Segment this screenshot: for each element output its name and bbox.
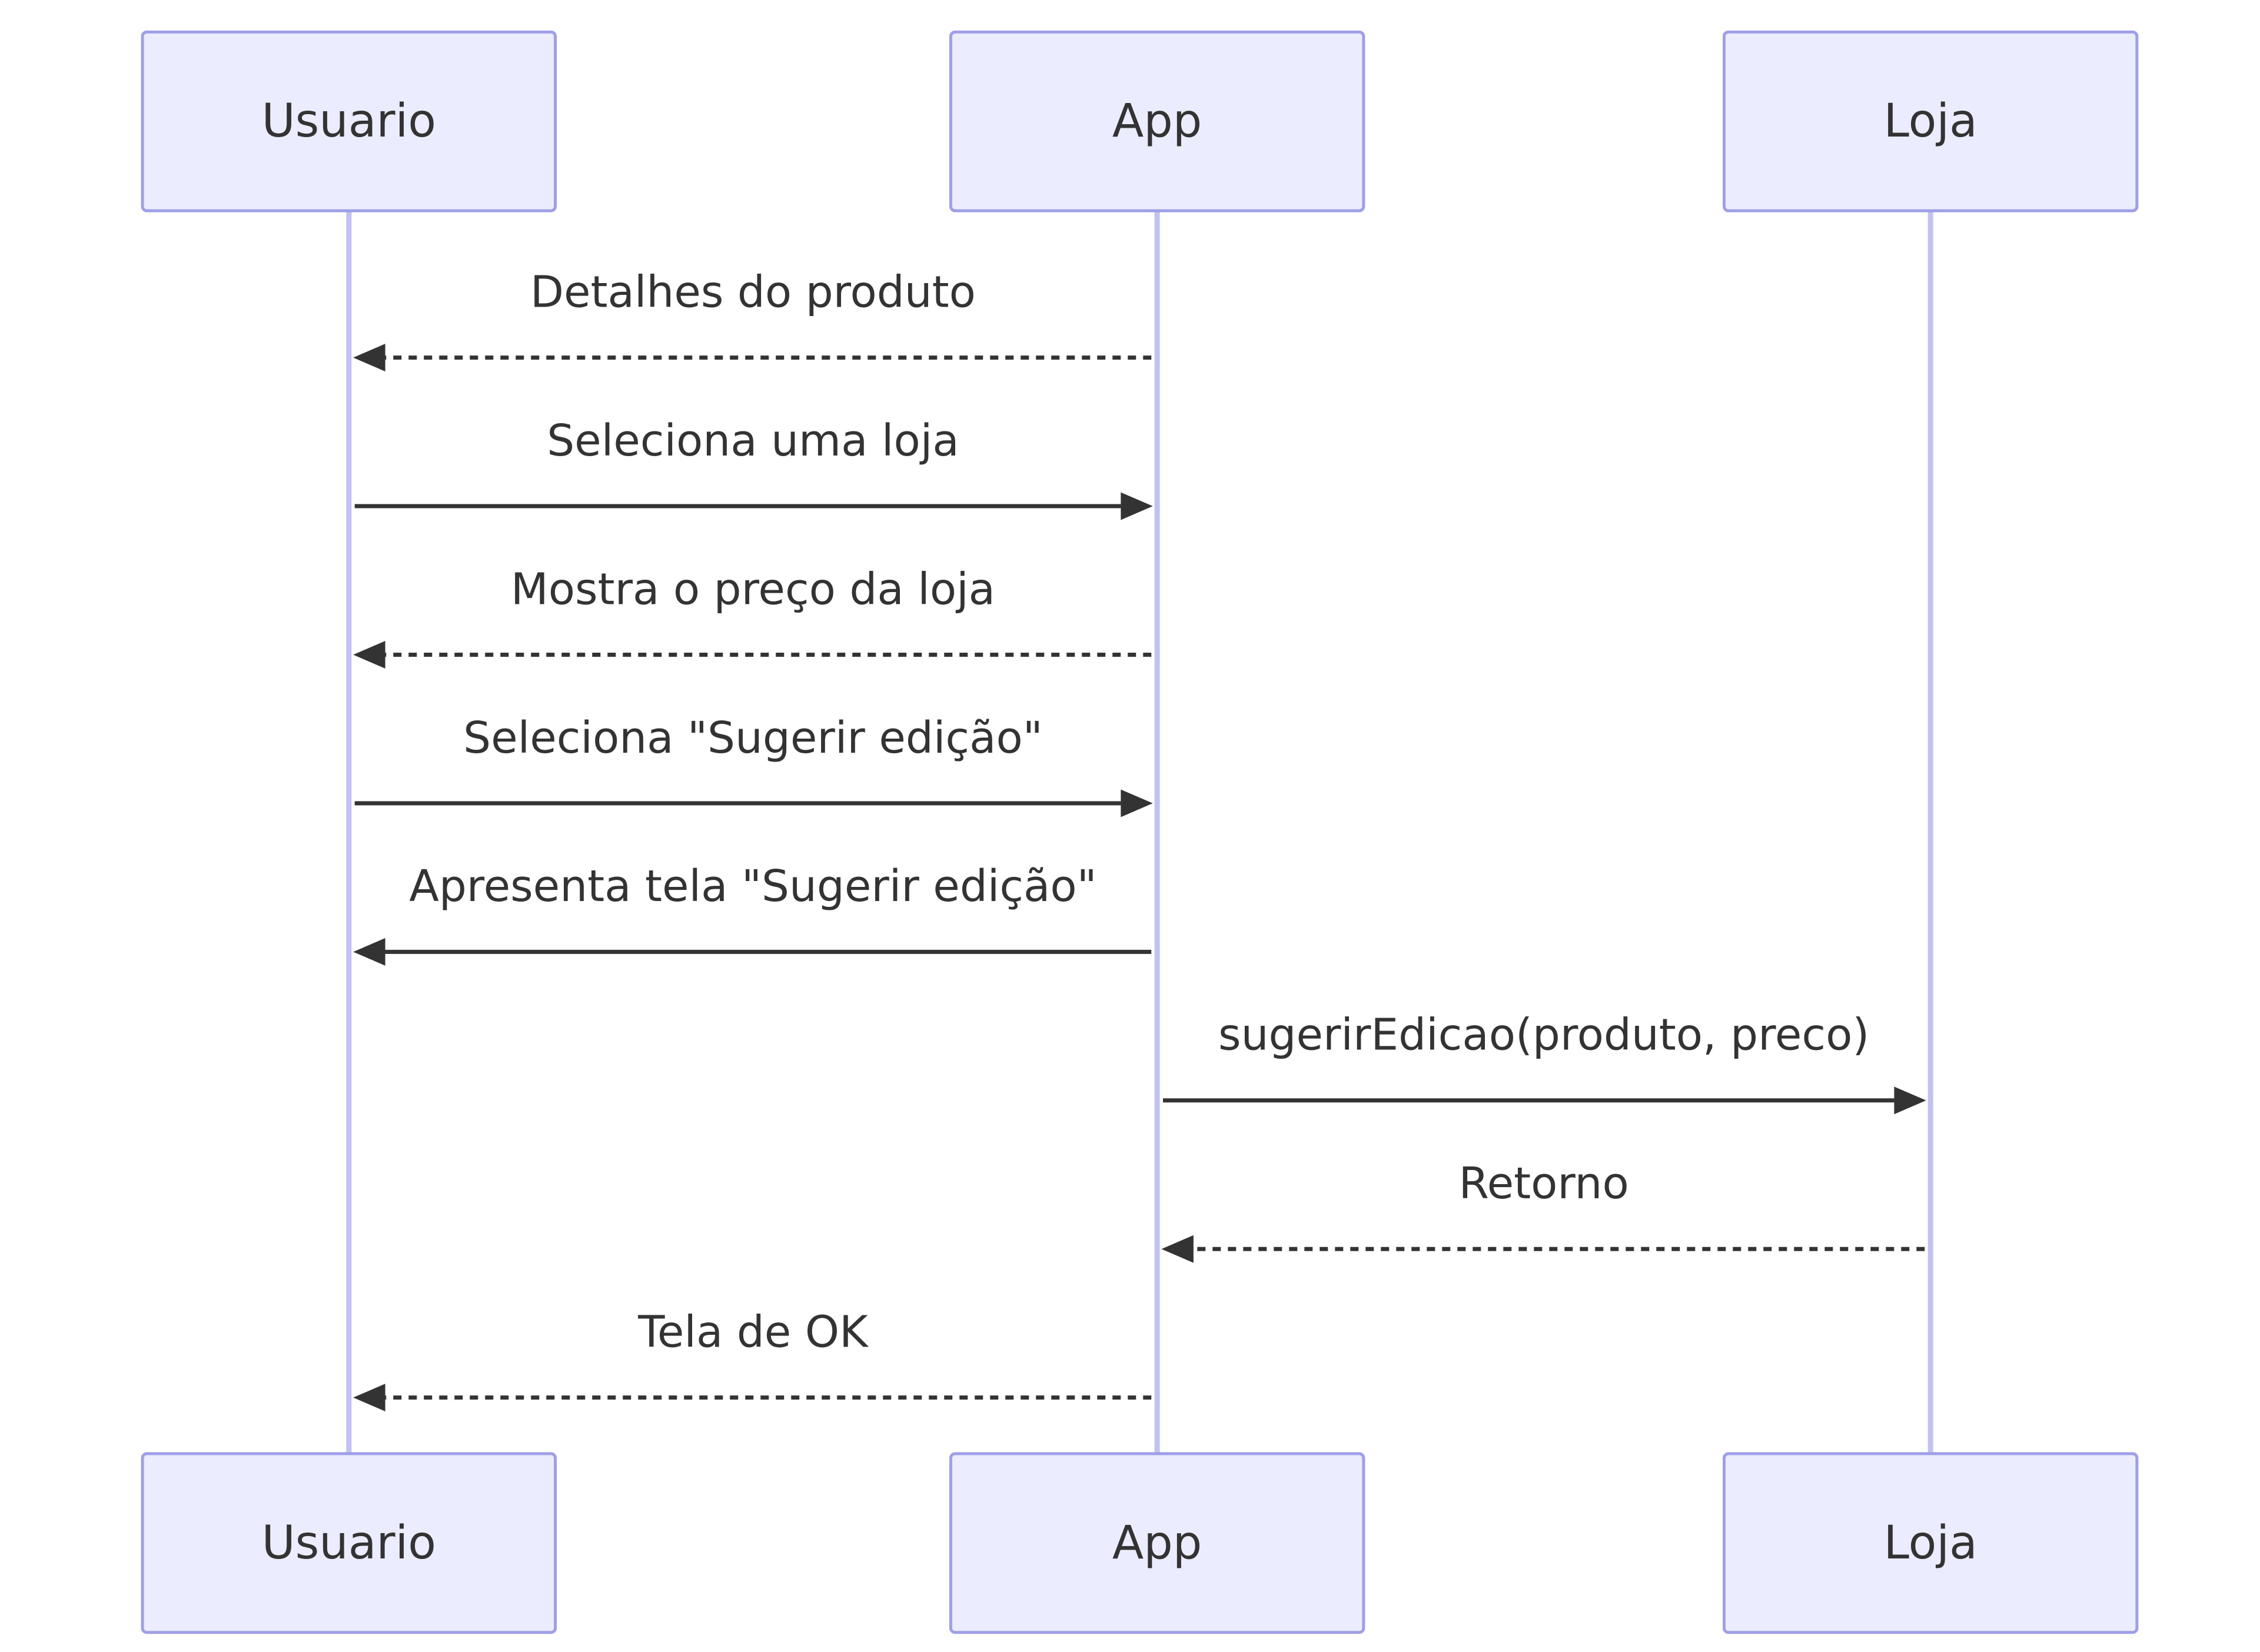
arrowhead-icon — [1121, 492, 1153, 520]
message-label: Retorno — [1459, 1158, 1629, 1209]
actors-top: Usuario App Loja — [141, 30, 2139, 212]
actor-app-top: App — [949, 30, 1365, 212]
actor-label: App — [1112, 95, 1202, 148]
message-2: Seleciona uma loja — [354, 416, 1153, 520]
actor-box — [141, 30, 557, 212]
lifelines — [346, 211, 1933, 1454]
message-label: Apresenta tela "Sugerir edição" — [409, 861, 1097, 912]
message-label: Seleciona uma loja — [547, 416, 959, 466]
arrowhead-icon — [353, 344, 385, 372]
actor-label: App — [1112, 1517, 1202, 1570]
message-label: Seleciona "Sugerir edição" — [463, 713, 1043, 763]
actor-box — [1722, 1452, 2139, 1634]
actor-label: Loja — [1884, 1517, 1977, 1570]
arrowhead-icon — [353, 641, 385, 669]
message-3: Mostra o preço da loja — [353, 564, 1152, 669]
actor-label: Loja — [1884, 95, 1977, 148]
actor-label: Usuario — [262, 95, 436, 148]
message-label: Detalhes do produto — [530, 267, 976, 317]
arrowhead-icon — [353, 938, 385, 966]
actor-loja-top: Loja — [1722, 30, 2139, 212]
message-8: Tela de OK — [353, 1307, 1152, 1412]
message-7: Retorno — [1161, 1158, 1925, 1263]
actor-box — [1722, 30, 2139, 212]
message-label: sugerirEdicao(produto, preco) — [1218, 1010, 1869, 1061]
message-label: Tela de OK — [637, 1307, 869, 1358]
actor-label: Usuario — [262, 1517, 436, 1570]
message-label: Mostra o preço da loja — [511, 564, 995, 614]
actor-usuario-top: Usuario — [141, 30, 557, 212]
arrowhead-icon — [1121, 789, 1153, 817]
arrowhead-icon — [1894, 1086, 1926, 1115]
actor-usuario-bottom: Usuario — [141, 1452, 557, 1634]
arrowhead-icon — [1161, 1235, 1194, 1263]
actors-bottom: Usuario App Loja — [141, 1452, 2139, 1634]
arrowhead-icon — [353, 1384, 385, 1412]
actor-loja-bottom: Loja — [1722, 1452, 2139, 1634]
message-4: Seleciona "Sugerir edição" — [354, 713, 1153, 817]
actor-app-bottom: App — [949, 1452, 1365, 1634]
actor-box — [949, 30, 1365, 212]
message-5: Apresenta tela "Sugerir edição" — [353, 861, 1152, 966]
actor-box — [141, 1452, 557, 1634]
message-1: Detalhes do produto — [353, 267, 1152, 372]
message-6: sugerirEdicao(produto, preco) — [1163, 1010, 1926, 1115]
actor-box — [949, 1452, 1365, 1634]
